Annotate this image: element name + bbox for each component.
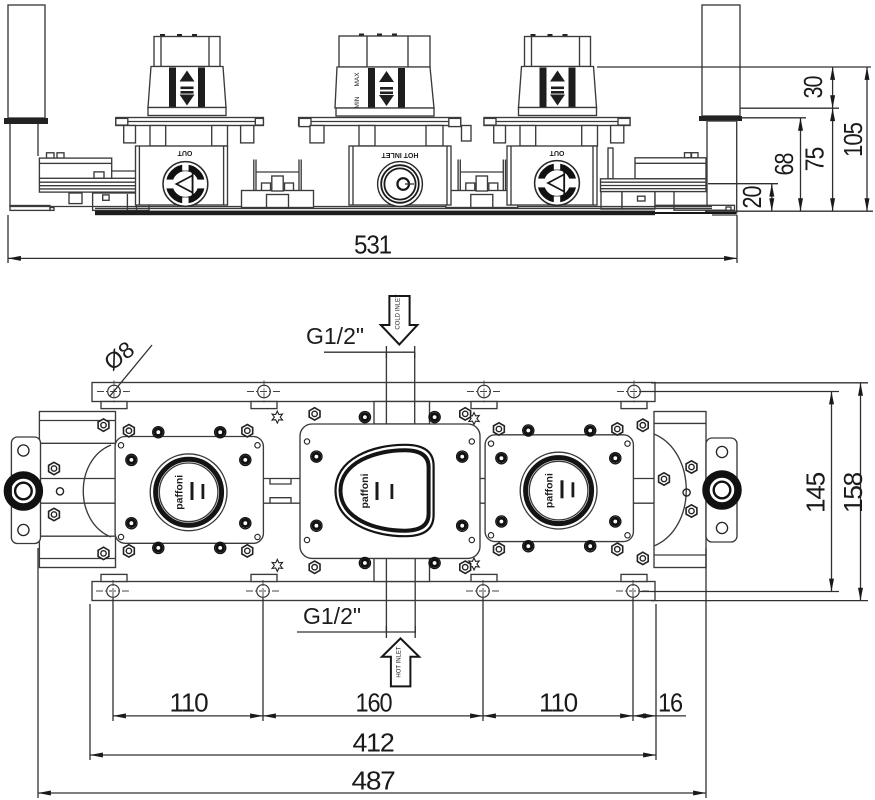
svg-text:110: 110: [539, 688, 578, 718]
svg-text:145: 145: [801, 472, 831, 513]
svg-text:COLD INLET: COLD INLET: [396, 294, 402, 330]
svg-text:160: 160: [356, 688, 393, 718]
svg-text:paffoni: paffoni: [359, 473, 371, 508]
svg-text:HOT INLET: HOT INLET: [397, 646, 403, 678]
svg-text:531: 531: [354, 230, 392, 260]
svg-text:G1/2": G1/2": [306, 323, 364, 349]
svg-text:75: 75: [800, 147, 830, 171]
svg-text:HOT INLET: HOT INLET: [381, 151, 419, 158]
svg-text:30: 30: [798, 76, 828, 99]
svg-text:110: 110: [170, 688, 209, 718]
svg-text:158: 158: [838, 472, 868, 513]
svg-text:paffoni: paffoni: [174, 475, 186, 510]
svg-text:105: 105: [838, 122, 868, 157]
svg-text:16: 16: [658, 688, 683, 718]
svg-text:MAX: MAX: [354, 72, 361, 87]
svg-text:G1/2": G1/2": [303, 603, 361, 629]
svg-text:MIN: MIN: [354, 96, 361, 108]
svg-text:412: 412: [353, 728, 395, 758]
svg-text:OUT: OUT: [549, 149, 565, 156]
svg-text:20: 20: [737, 186, 767, 209]
svg-text:OUT: OUT: [177, 149, 193, 156]
svg-text:487: 487: [352, 766, 396, 796]
svg-text:68: 68: [769, 153, 799, 176]
